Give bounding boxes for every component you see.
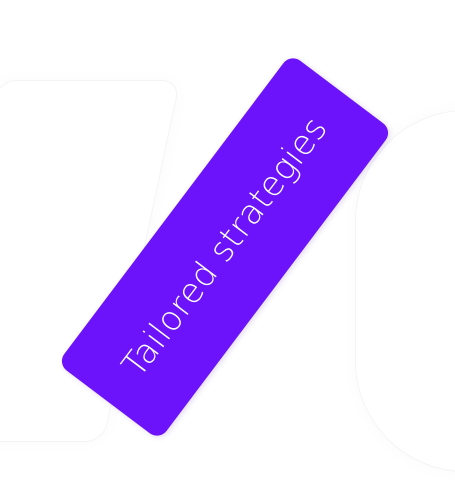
background-card-right	[355, 110, 455, 472]
